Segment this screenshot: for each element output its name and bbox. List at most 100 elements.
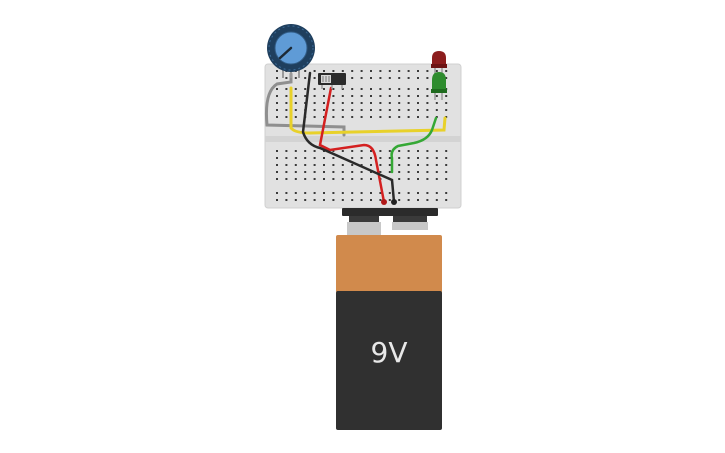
breadboard-hole[interactable] — [407, 116, 410, 118]
breadboard-hole[interactable] — [294, 199, 297, 201]
breadboard-hole[interactable] — [351, 150, 354, 152]
breadboard-hole[interactable] — [445, 70, 448, 72]
breadboard-hole[interactable] — [294, 88, 297, 90]
breadboard-hole[interactable] — [304, 70, 307, 72]
breadboard-hole[interactable] — [313, 88, 316, 90]
breadboard-hole[interactable] — [351, 199, 354, 201]
breadboard-hole[interactable] — [360, 199, 363, 201]
breadboard-hole[interactable] — [417, 150, 419, 152]
breadboard-hole[interactable] — [407, 70, 410, 72]
green-led[interactable] — [431, 72, 447, 100]
breadboard-hole[interactable] — [341, 192, 344, 194]
breadboard-hole[interactable] — [332, 70, 335, 72]
breadboard-hole[interactable] — [351, 77, 354, 79]
breadboard-hole[interactable] — [313, 164, 316, 166]
breadboard-hole[interactable] — [379, 199, 382, 201]
breadboard-hole[interactable] — [388, 150, 391, 152]
breadboard-hole[interactable] — [294, 192, 297, 194]
breadboard-hole[interactable] — [426, 70, 429, 72]
breadboard-hole[interactable] — [435, 192, 438, 194]
breadboard-hole[interactable] — [323, 199, 325, 201]
breadboard-hole[interactable] — [276, 77, 278, 79]
breadboard-hole[interactable] — [388, 88, 391, 90]
breadboard-hole[interactable] — [323, 192, 325, 194]
breadboard-hole[interactable] — [276, 70, 278, 72]
breadboard-hole[interactable] — [426, 164, 429, 166]
breadboard-hole[interactable] — [379, 150, 382, 152]
breadboard-hole[interactable] — [323, 116, 325, 118]
breadboard-hole[interactable] — [407, 150, 410, 152]
breadboard-hole[interactable] — [304, 178, 307, 180]
breadboard-hole[interactable] — [426, 199, 429, 201]
breadboard-hole[interactable] — [360, 70, 363, 72]
breadboard-hole[interactable] — [426, 116, 429, 118]
breadboard-hole[interactable] — [407, 77, 410, 79]
breadboard-hole[interactable] — [341, 116, 344, 118]
breadboard-hole[interactable] — [426, 192, 429, 194]
breadboard-hole[interactable] — [370, 164, 372, 166]
breadboard-hole[interactable] — [398, 171, 401, 173]
breadboard-hole[interactable] — [407, 109, 410, 111]
breadboard-hole[interactable] — [388, 157, 391, 159]
breadboard-hole[interactable] — [332, 95, 335, 97]
breadboard-hole[interactable] — [360, 102, 363, 104]
breadboard-hole[interactable] — [417, 199, 419, 201]
breadboard-hole[interactable] — [417, 157, 419, 159]
breadboard-hole[interactable] — [276, 88, 278, 90]
breadboard-hole[interactable] — [276, 150, 278, 152]
breadboard-hole[interactable] — [426, 102, 429, 104]
breadboard-hole[interactable] — [407, 192, 410, 194]
breadboard-hole[interactable] — [304, 157, 307, 159]
breadboard-hole[interactable] — [341, 102, 344, 104]
breadboard-hole[interactable] — [294, 102, 297, 104]
breadboard-hole[interactable] — [388, 109, 391, 111]
breadboard-hole[interactable] — [313, 157, 316, 159]
breadboard-hole[interactable] — [426, 109, 429, 111]
breadboard-hole[interactable] — [294, 116, 297, 118]
breadboard-hole[interactable] — [426, 77, 429, 79]
breadboard-hole[interactable] — [445, 199, 448, 201]
breadboard-hole[interactable] — [370, 102, 372, 104]
breadboard-hole[interactable] — [285, 88, 288, 90]
breadboard-hole[interactable] — [304, 150, 307, 152]
breadboard-hole[interactable] — [313, 102, 316, 104]
breadboard-hole[interactable] — [426, 157, 429, 159]
potentiometer[interactable] — [267, 24, 315, 78]
breadboard-hole[interactable] — [351, 164, 354, 166]
breadboard-hole[interactable] — [351, 157, 354, 159]
breadboard-hole[interactable] — [276, 171, 278, 173]
breadboard-hole[interactable] — [398, 102, 401, 104]
breadboard-hole[interactable] — [398, 150, 401, 152]
breadboard-hole[interactable] — [379, 109, 382, 111]
breadboard-hole[interactable] — [285, 109, 288, 111]
breadboard-hole[interactable] — [417, 192, 419, 194]
breadboard-hole[interactable] — [445, 102, 448, 104]
breadboard-hole[interactable] — [332, 192, 335, 194]
breadboard-hole[interactable] — [341, 109, 344, 111]
breadboard-hole[interactable] — [285, 102, 288, 104]
breadboard-hole[interactable] — [313, 116, 316, 118]
breadboard-hole[interactable] — [388, 102, 391, 104]
breadboard-hole[interactable] — [445, 150, 448, 152]
breadboard-hole[interactable] — [407, 178, 410, 180]
breadboard-hole[interactable] — [379, 102, 382, 104]
breadboard-hole[interactable] — [407, 157, 410, 159]
breadboard-hole[interactable] — [285, 164, 288, 166]
breadboard-hole[interactable] — [388, 192, 391, 194]
breadboard-hole[interactable] — [445, 77, 448, 79]
breadboard-hole[interactable] — [360, 109, 363, 111]
black-wire[interactable] — [301, 71, 396, 204]
breadboard-hole[interactable] — [332, 199, 335, 201]
breadboard-hole[interactable] — [435, 199, 438, 201]
breadboard-hole[interactable] — [323, 164, 325, 166]
breadboard-hole[interactable] — [398, 70, 401, 72]
breadboard-hole[interactable] — [304, 88, 307, 90]
breadboard-hole[interactable] — [379, 164, 382, 166]
breadboard-hole[interactable] — [351, 70, 354, 72]
breadboard-hole[interactable] — [435, 116, 438, 118]
breadboard-hole[interactable] — [435, 157, 438, 159]
breadboard-hole[interactable] — [435, 171, 438, 173]
breadboard-hole[interactable] — [417, 178, 419, 180]
breadboard-hole[interactable] — [332, 171, 335, 173]
breadboard-hole[interactable] — [294, 150, 297, 152]
